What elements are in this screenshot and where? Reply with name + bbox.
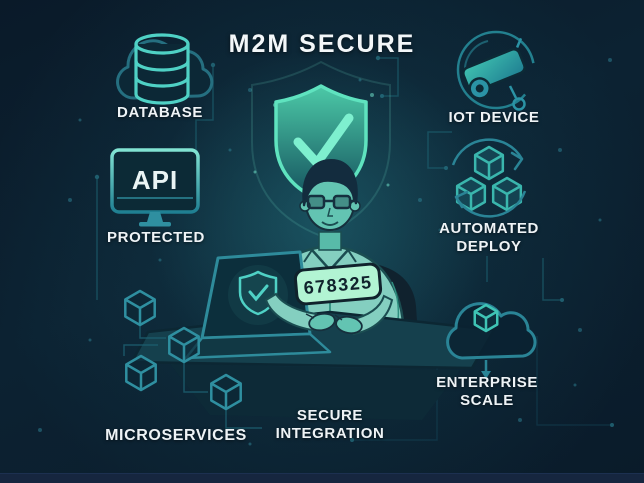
page-title: M2M SECURE [228,30,416,58]
api-screen-text: API [132,165,178,195]
label-microservices: MICROSERVICES [105,427,247,444]
microservices-cubes-icon [123,289,262,429]
center-illustration: 678325 [129,60,497,420]
api-monitor-icon: API [110,148,200,227]
deploy-cubes-icon [451,138,527,218]
label-automated-deploy: AUTOMATED DEPLOY [439,220,539,255]
label-iot-device: IOT DEVICE [448,109,540,126]
label-secure-integration: SECURE INTEGRATION [275,407,385,442]
cloud-database-icon [116,33,214,105]
label-enterprise-scale: ENTERPRISE SCALE [436,374,538,409]
hair [302,158,358,207]
cycle-arrows [451,138,527,218]
enterprise-cloud-icon [446,302,537,379]
bottom-strip [0,473,644,483]
label-database: DATABASE [117,104,203,121]
glasses [303,194,356,210]
cctv-camera-icon [456,30,536,111]
label-protected: PROTECTED [107,229,205,246]
code-badge: 678325 [293,262,383,306]
arms [264,292,394,336]
